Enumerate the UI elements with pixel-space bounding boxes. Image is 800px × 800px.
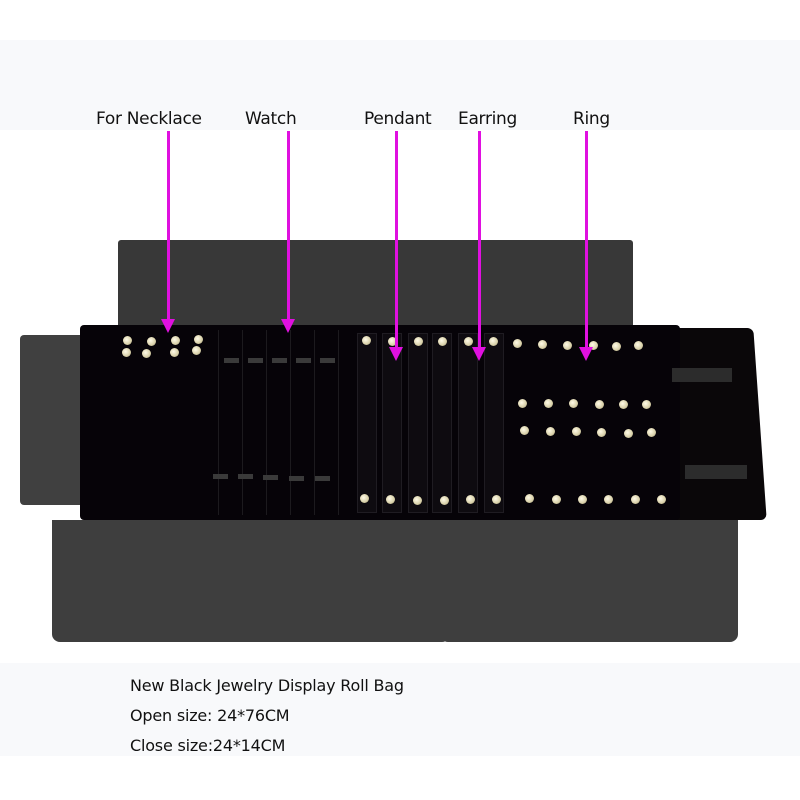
stud <box>518 399 527 408</box>
stud <box>569 399 578 408</box>
stud <box>552 495 561 504</box>
watch-bar <box>315 476 330 481</box>
stud <box>513 339 522 348</box>
watch-slot <box>266 330 267 515</box>
label-earring: Earring <box>458 109 518 129</box>
stud <box>597 428 606 437</box>
stud <box>438 337 447 346</box>
watch-bar <box>296 358 311 363</box>
stud <box>647 428 656 437</box>
watch-bar <box>272 358 287 363</box>
stud <box>360 494 369 503</box>
watch-bar <box>263 475 278 480</box>
stud <box>642 400 651 409</box>
pendant-strip <box>484 333 504 513</box>
stud <box>631 495 640 504</box>
stud <box>122 348 131 357</box>
stud <box>589 341 598 350</box>
bottom-band <box>0 663 800 756</box>
stud <box>192 346 201 355</box>
stud <box>492 495 501 504</box>
close-size: Close size:24*14CM <box>130 736 286 755</box>
pendant-strip <box>432 333 452 513</box>
stud <box>147 337 156 346</box>
stud <box>572 427 581 436</box>
stud <box>604 495 613 504</box>
stud <box>544 399 553 408</box>
stud <box>563 341 572 350</box>
stud <box>489 337 498 346</box>
stud <box>546 427 555 436</box>
arrow-watch-icon <box>281 131 295 333</box>
stud <box>464 337 473 346</box>
arrow-ring-icon <box>579 131 593 361</box>
label-pendant: Pendant <box>364 109 432 129</box>
pendant-strip <box>357 333 377 513</box>
stud <box>440 496 449 505</box>
pendant-strip <box>382 333 402 513</box>
stud <box>657 495 666 504</box>
watch-slot <box>242 330 243 515</box>
top-band <box>0 40 800 130</box>
stud <box>595 400 604 409</box>
velcro-strap-top <box>672 368 732 382</box>
watch-slot <box>338 330 339 515</box>
watch-slot <box>218 330 219 515</box>
stud <box>634 341 643 350</box>
stud <box>578 495 587 504</box>
watch-bar <box>248 358 263 363</box>
watch-bar <box>289 476 304 481</box>
arrow-pendant-icon <box>389 131 403 361</box>
stud <box>612 342 621 351</box>
label-necklace: For Necklace <box>96 109 202 129</box>
watch-slot <box>314 330 315 515</box>
stud <box>362 336 371 345</box>
stud <box>171 336 180 345</box>
stud <box>386 495 395 504</box>
label-ring: Ring <box>573 109 610 129</box>
stud <box>413 496 422 505</box>
open-size: Open size: 24*76CM <box>130 706 290 725</box>
stud <box>123 336 132 345</box>
stud <box>619 400 628 409</box>
stud <box>170 348 179 357</box>
watch-bar <box>238 474 253 479</box>
arrow-earring-icon <box>472 131 486 361</box>
watch-bar <box>320 358 335 363</box>
backing-cloth-bottom-right <box>440 520 738 642</box>
pendant-strip <box>458 333 478 513</box>
stud <box>142 349 151 358</box>
pendant-strip <box>408 333 428 513</box>
backing-cloth-bottom <box>52 520 450 642</box>
stud <box>414 337 423 346</box>
velcro-strap-bottom <box>685 465 747 479</box>
watch-slot <box>290 330 291 515</box>
stud <box>388 337 397 346</box>
stud <box>520 426 529 435</box>
arrow-necklace-icon <box>161 131 175 333</box>
stud <box>538 340 547 349</box>
stud <box>466 495 475 504</box>
backing-cloth-top <box>118 240 633 330</box>
watch-bar <box>213 474 228 479</box>
label-watch: Watch <box>245 109 297 129</box>
stud <box>194 335 203 344</box>
product-title: New Black Jewelry Display Roll Bag <box>130 676 404 695</box>
stud <box>624 429 633 438</box>
watch-bar <box>224 358 239 363</box>
stud <box>525 494 534 503</box>
